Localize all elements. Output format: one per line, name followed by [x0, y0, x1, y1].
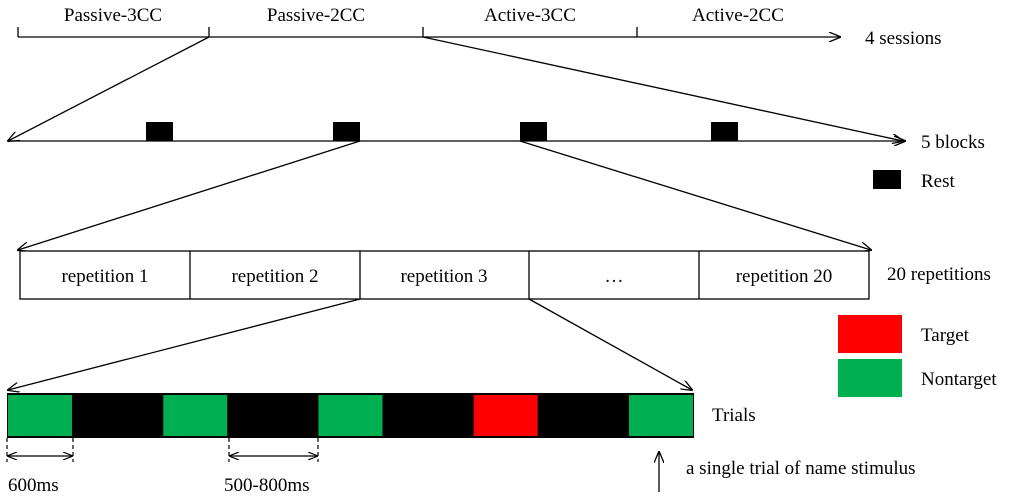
session-label-3: Active-3CC: [484, 5, 576, 26]
repetition-cell-2: repetition 2: [231, 266, 318, 287]
zoom-line-left: [8, 298, 361, 390]
zoom-line-right: [528, 298, 692, 390]
trials-strip: [7, 393, 694, 438]
rest-block: [520, 122, 547, 141]
repetition-cell-1: repetition 1: [61, 266, 148, 287]
sessions-timeline: Passive-3CC Passive-2CC Active-3CC Activ…: [17, 5, 942, 49]
interval-label-600ms: 600ms: [8, 475, 59, 496]
target-trial: [473, 395, 538, 436]
repetition-cell-ellipsis: …: [605, 266, 624, 287]
rest-block: [711, 122, 738, 141]
zoom-line-right: [519, 140, 871, 250]
single-trial-note: a single trial of name stimulus: [686, 458, 916, 479]
repetitions-frame: [19, 250, 870, 300]
repetitions-bar: repetition 1 repetition 2 repetition 3 ……: [19, 250, 991, 300]
zoom-line-left: [8, 36, 210, 141]
rest-block: [146, 122, 173, 141]
rest-legend-label: Rest: [921, 171, 956, 192]
sessions-count-label: 4 sessions: [865, 28, 942, 49]
rest-blocks: [146, 122, 738, 141]
repetition-cell-20: repetition 20: [736, 266, 833, 287]
blocks-count-label: 5 blocks: [921, 132, 985, 153]
nontarget-legend-swatch: [838, 359, 902, 397]
session-label-4: Active-2CC: [692, 5, 784, 26]
nontarget-legend-label: Nontarget: [921, 369, 997, 390]
rest-legend-swatch: [873, 170, 901, 189]
interval-label-500-800ms: 500-800ms: [224, 475, 310, 496]
nontarget-trial: [318, 395, 383, 436]
nontarget-trial: [8, 395, 72, 436]
session-label-1: Passive-3CC: [64, 5, 162, 26]
target-legend-swatch: [838, 315, 902, 353]
target-legend-label: Target: [921, 325, 970, 346]
rest-block: [333, 122, 360, 141]
nontarget-trial: [163, 395, 228, 436]
session-label-2: Passive-2CC: [267, 5, 365, 26]
trials-label: Trials: [712, 405, 756, 426]
blocks-timeline: 5 blocks: [8, 122, 985, 153]
zoom-line-right: [422, 36, 903, 141]
repetitions-count-label: 20 repetitions: [887, 264, 991, 285]
nontarget-trial: [629, 395, 693, 436]
repetition-cell-3: repetition 3: [400, 266, 487, 287]
stimulus-legend: Target Nontarget: [838, 315, 997, 397]
rest-legend: Rest: [873, 170, 956, 192]
timing-annotations: 600ms 500-800ms a single trial of name s…: [6, 438, 916, 496]
zoom-line-left: [18, 140, 361, 250]
